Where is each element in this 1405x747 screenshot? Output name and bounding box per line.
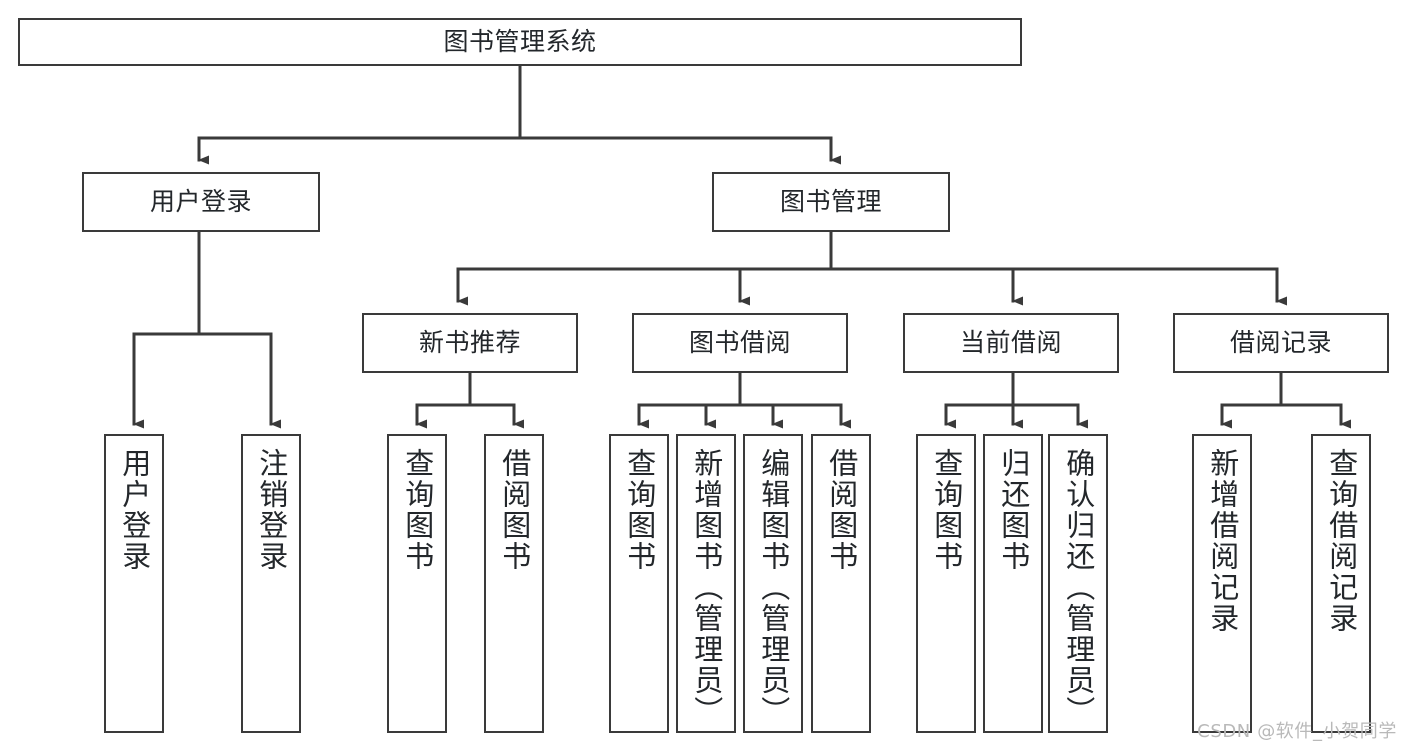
- leaf-edit-book-admin-label: 编辑图书（管理员）: [756, 448, 791, 727]
- node-new-book-recommend-label: 新书推荐: [418, 328, 521, 358]
- leaf-add-book-admin-label: 新增图书（管理员）: [689, 448, 724, 727]
- node-user-login-label: 用户登录: [149, 187, 252, 217]
- leaf-query-book-borrow[interactable]: 查询图书: [609, 434, 669, 733]
- leaf-return-book-label: 归还图书: [996, 448, 1031, 572]
- leaf-borrow-book-recommend-label: 借阅图书: [497, 448, 532, 572]
- leaf-query-book-recommend-label: 查询图书: [400, 448, 435, 572]
- leaf-add-borrow-record[interactable]: 新增借阅记录: [1192, 434, 1252, 733]
- leaf-query-book-borrow-label: 查询图书: [622, 448, 657, 572]
- leaf-query-book-recommend[interactable]: 查询图书: [387, 434, 447, 733]
- leaf-confirm-return-admin[interactable]: 确认归还（管理员）: [1048, 434, 1108, 733]
- leaf-query-book-current[interactable]: 查询图书: [916, 434, 976, 733]
- leaf-user-login[interactable]: 用户登录: [104, 434, 164, 733]
- leaf-query-book-current-label: 查询图书: [929, 448, 964, 572]
- node-book-manage-label: 图书管理: [779, 187, 882, 217]
- leaf-user-login-label: 用户登录: [117, 448, 152, 572]
- node-current-borrow-label: 当前借阅: [959, 328, 1062, 358]
- node-new-book-recommend[interactable]: 新书推荐: [362, 313, 578, 373]
- leaf-borrow-book[interactable]: 借阅图书: [811, 434, 871, 733]
- node-book-borrow-label: 图书借阅: [688, 328, 791, 358]
- leaf-logout[interactable]: 注销登录: [241, 434, 301, 733]
- leaf-return-book[interactable]: 归还图书: [983, 434, 1043, 733]
- node-user-login[interactable]: 用户登录: [82, 172, 320, 232]
- leaf-add-book-admin[interactable]: 新增图书（管理员）: [676, 434, 736, 733]
- leaf-borrow-book-label: 借阅图书: [824, 448, 859, 572]
- node-book-borrow[interactable]: 图书借阅: [632, 313, 848, 373]
- leaf-query-borrow-record[interactable]: 查询借阅记录: [1311, 434, 1371, 733]
- node-root[interactable]: 图书管理系统: [18, 18, 1022, 66]
- node-root-label: 图书管理系统: [443, 27, 597, 57]
- leaf-query-borrow-record-label: 查询借阅记录: [1324, 448, 1359, 634]
- node-borrow-record[interactable]: 借阅记录: [1173, 313, 1389, 373]
- node-book-manage[interactable]: 图书管理: [712, 172, 950, 232]
- node-borrow-record-label: 借阅记录: [1229, 328, 1332, 358]
- leaf-edit-book-admin[interactable]: 编辑图书（管理员）: [743, 434, 803, 733]
- node-current-borrow[interactable]: 当前借阅: [903, 313, 1119, 373]
- watermark-text: CSDN @软件_小贺同学: [1197, 721, 1397, 742]
- leaf-add-borrow-record-label: 新增借阅记录: [1205, 448, 1240, 634]
- leaf-borrow-book-recommend[interactable]: 借阅图书: [484, 434, 544, 733]
- leaf-confirm-return-admin-label: 确认归还（管理员）: [1061, 448, 1096, 727]
- leaf-logout-label: 注销登录: [254, 448, 289, 572]
